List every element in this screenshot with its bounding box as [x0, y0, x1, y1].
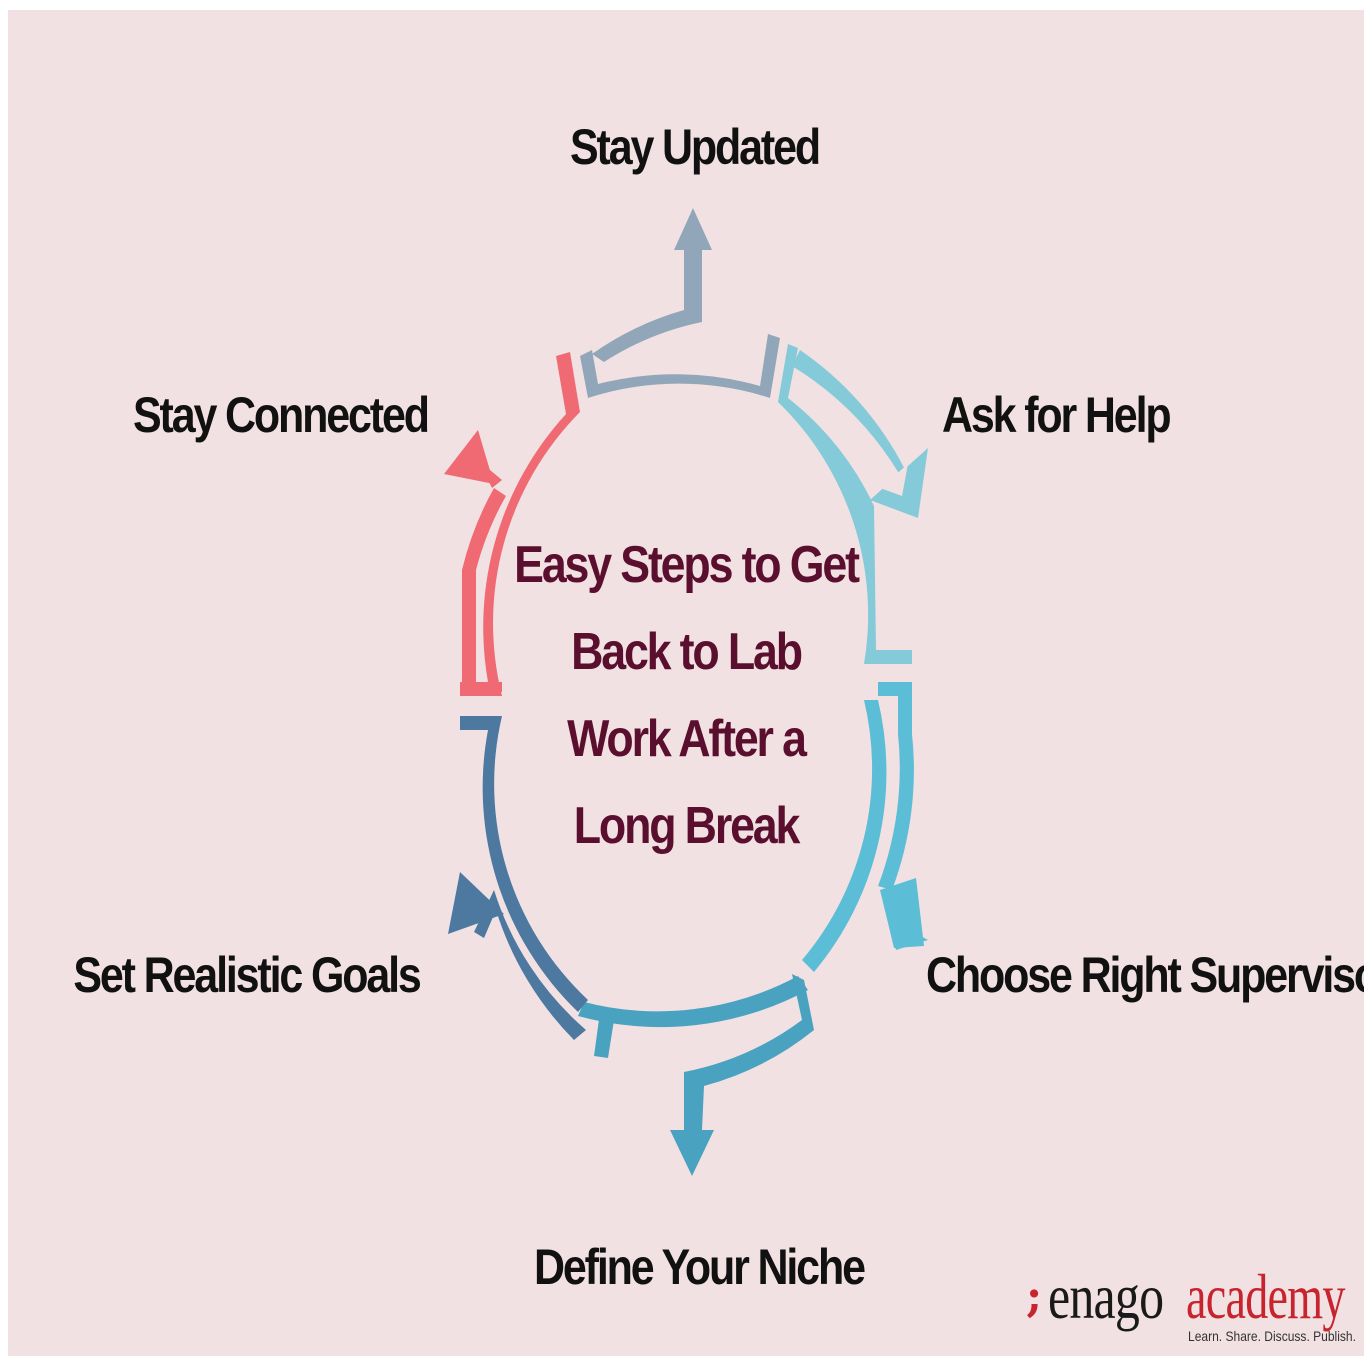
step-label-stay-updated: Stay Updated [570, 119, 821, 175]
arrow-stay-connected [444, 352, 580, 696]
step-label-define-your-niche: Define Your Niche [534, 1239, 866, 1295]
logo-mark: ; [1026, 1271, 1043, 1322]
logo-product: academy [1186, 1261, 1345, 1332]
logo-brand: enago [1048, 1261, 1164, 1332]
step-label-set-realistic-goals: Set Realistic Goals [73, 947, 422, 1003]
center-title-line: Long Break [573, 797, 801, 855]
enago-academy-logo: ; enago academy Learn. Share. Discuss. P… [1026, 1265, 1360, 1349]
step-label-stay-connected: Stay Connected [133, 387, 430, 443]
arrow-choose-right-supervisor [802, 682, 928, 972]
arrow-stay-updated [580, 208, 780, 398]
step-label-ask-for-help: Ask for Help [942, 387, 1172, 443]
center-title: Easy Steps to Get Back to Lab Work After… [507, 522, 865, 870]
step-label-choose-right-supervisor: Choose Right Supervisor [926, 947, 1364, 1003]
logo-tagline: Learn. Share. Discuss. Publish. [1188, 1328, 1356, 1344]
center-title-line: Work After a [567, 710, 807, 768]
infographic-canvas: Stay Updated Ask for Help Stay Connected… [8, 10, 1364, 1356]
center-title-line: Back to Lab [571, 623, 803, 681]
cycle-diagram [444, 208, 928, 1176]
arrow-ask-for-help [778, 344, 928, 664]
arrow-define-your-niche [578, 974, 814, 1176]
center-title-line: Easy Steps to Get [514, 536, 860, 594]
arrow-set-realistic-goals [448, 716, 588, 1040]
